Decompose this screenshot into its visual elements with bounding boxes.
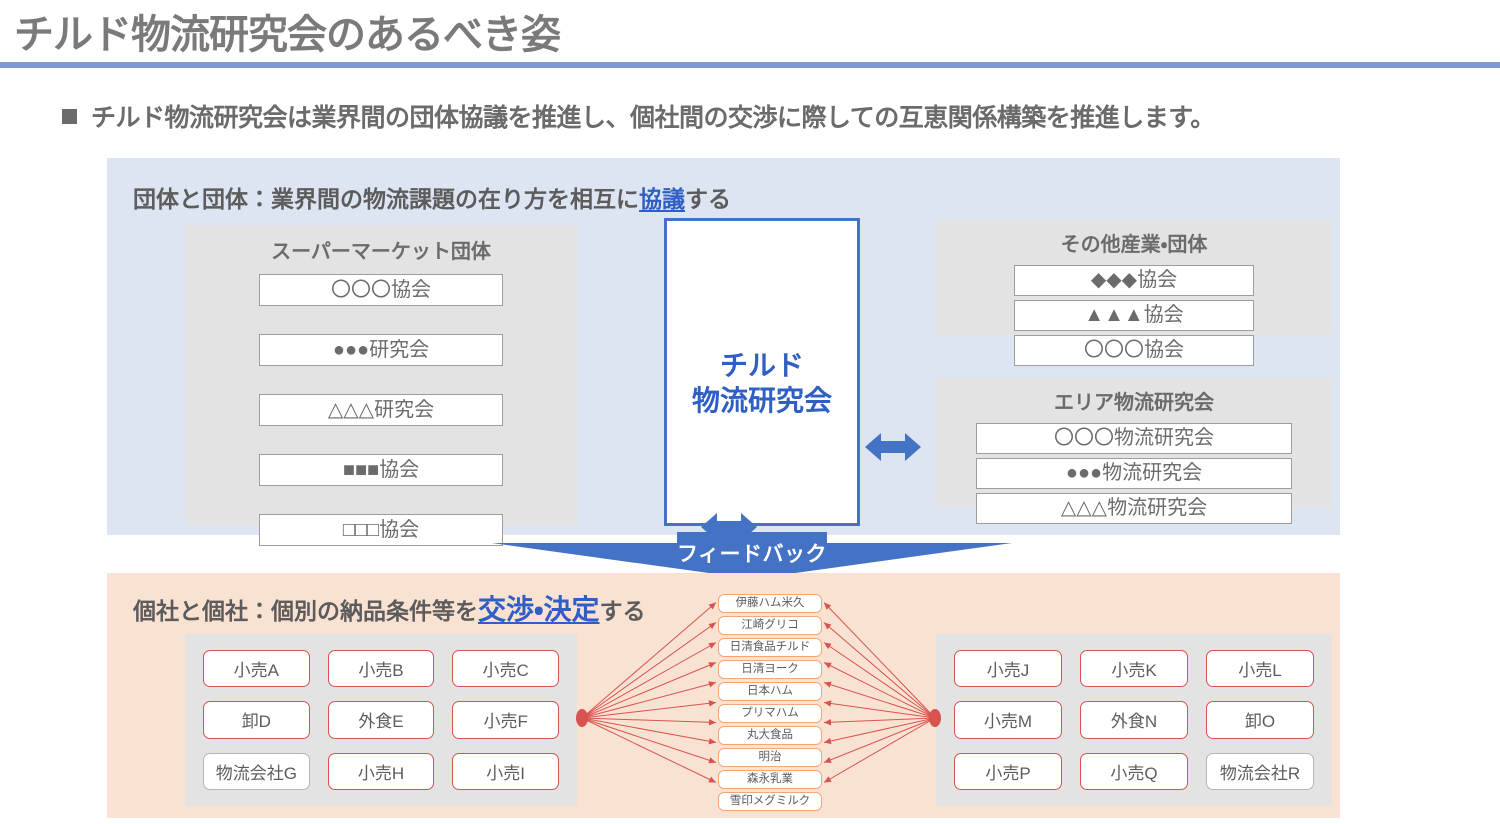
org-chip[interactable]: 〇〇〇物流研究会	[976, 423, 1292, 454]
org-chip[interactable]: ▲▲▲協会	[1014, 300, 1254, 331]
maker-chip[interactable]: 江崎グリコ	[718, 616, 822, 635]
company-chip[interactable]: 小売J	[954, 650, 1062, 688]
group-other-industry: その他産業・団体 ◆◆◆協会 ▲▲▲協会 〇〇〇協会	[936, 220, 1332, 366]
company-chip[interactable]: 小売P	[954, 752, 1062, 790]
company-chip[interactable]: 物流会社R	[1206, 752, 1314, 790]
company-chip[interactable]: 卸D	[203, 701, 310, 739]
lower-heading-prefix: 個社と個社：個別の納品条件等を	[133, 598, 478, 624]
lower-heading-highlight: 交渉・決定	[478, 594, 600, 625]
company-chip[interactable]: 小売L	[1206, 650, 1314, 688]
subtitle-row: チルド物流研究会は業界間の団体協議を推進し、個社間の交渉に際しての互恵関係構築を…	[62, 98, 1215, 134]
upper-heading-highlight: 協議	[639, 186, 685, 212]
maker-chip[interactable]: 日本ハム	[718, 682, 822, 701]
upper-panel: 団体と団体：業界間の物流課題の在り方を相互に協議する スーパーマーケット団体 〇…	[107, 158, 1340, 617]
double-arrow-icon-right-top	[865, 430, 921, 464]
company-chip[interactable]: 小売H	[327, 752, 435, 790]
bullet-square-icon	[62, 108, 77, 124]
group-area-logistics-items: 〇〇〇物流研究会 ●●●物流研究会 △△△物流研究会	[976, 423, 1292, 524]
maker-chip[interactable]: 雪印メグミルク	[718, 792, 822, 811]
org-chip[interactable]: ●●●物流研究会	[976, 458, 1292, 489]
org-chip[interactable]: ●●●研究会	[259, 334, 503, 366]
company-chip[interactable]: 小売I	[452, 752, 559, 790]
group-supermarket: スーパーマーケット団体 〇〇〇協会 ●●●研究会 △△△研究会 ■■■協会 □□…	[185, 225, 577, 546]
lower-panel-heading: 個社と個社：個別の納品条件等を交渉・決定する	[133, 588, 646, 628]
center-box-line1: チルド	[719, 349, 804, 381]
group-supermarket-title: スーパーマーケット団体	[271, 241, 491, 263]
group-other-industry-title: その他産業・団体	[1060, 234, 1208, 256]
maker-chip[interactable]: 伊藤ハム米久	[718, 594, 822, 613]
company-chip[interactable]: 外食E	[327, 701, 435, 739]
company-chip[interactable]: 物流会社G	[203, 752, 310, 790]
group-other-industry-items: ◆◆◆協会 ▲▲▲協会 〇〇〇協会	[1014, 265, 1254, 366]
company-grid-left: 小売A 小売B 小売C 卸D 外食E 小売F 物流会社G 小売H 小売I	[185, 634, 577, 806]
maker-chip[interactable]: 日清食品チルド	[718, 638, 822, 657]
maker-chip[interactable]: プリマハム	[718, 704, 822, 723]
company-chip[interactable]: 小売K	[1080, 650, 1188, 688]
company-chip[interactable]: 外食N	[1080, 701, 1188, 739]
lower-panel: 個社と個社：個別の納品条件等を交渉・決定する 小売A 小売B 小売C 卸D 外食…	[107, 573, 1340, 818]
title-divider	[0, 62, 1500, 68]
group-area-logistics-title: エリア物流研究会	[1054, 392, 1214, 414]
group-area-logistics: エリア物流研究会 〇〇〇物流研究会 ●●●物流研究会 △△△物流研究会	[936, 378, 1332, 524]
company-chip[interactable]: 小売C	[452, 650, 559, 688]
subtitle-text: チルド物流研究会は業界間の団体協議を推進し、個社間の交渉に際しての互恵関係構築を…	[91, 104, 1215, 132]
company-chip[interactable]: 小売F	[452, 701, 559, 739]
org-chip[interactable]: △△△研究会	[259, 394, 503, 426]
group-supermarket-items: 〇〇〇協会 ●●●研究会 △△△研究会 ■■■協会 □□□協会	[259, 274, 503, 546]
maker-chip[interactable]: 森永乳業	[718, 770, 822, 789]
center-box-text: チルド 物流研究会	[692, 348, 832, 419]
feedback-banner[interactable]: フィードバック	[492, 532, 1012, 579]
org-chip[interactable]: ■■■協会	[259, 454, 503, 486]
upper-heading-suffix: する	[685, 186, 731, 212]
maker-chip[interactable]: 日清ヨーク	[718, 660, 822, 679]
lower-heading-suffix: する	[599, 598, 646, 624]
company-grid-right: 小売J 小売K 小売L 小売M 外食N 卸O 小売P 小売Q 物流会社R	[936, 634, 1332, 806]
upper-panel-heading: 団体と団体：業界間の物流課題の在り方を相互に協議する	[133, 180, 731, 214]
company-chip[interactable]: 小売M	[954, 701, 1062, 739]
company-chip[interactable]: 小売Q	[1080, 752, 1188, 790]
center-box-line2: 物流研究会	[691, 385, 832, 416]
upper-heading-prefix: 団体と団体：業界間の物流課題の在り方を相互に	[133, 186, 639, 212]
center-box-chilled-logistics[interactable]: チルド 物流研究会	[664, 218, 860, 526]
org-chip[interactable]: □□□協会	[259, 514, 503, 546]
company-chip[interactable]: 小売B	[327, 650, 435, 688]
page-title: チルド物流研究会のあるべき姿	[14, 13, 561, 57]
org-chip[interactable]: 〇〇〇協会	[1014, 335, 1254, 366]
org-chip[interactable]: △△△物流研究会	[976, 493, 1292, 524]
maker-chip[interactable]: 明治	[718, 748, 822, 767]
company-chip[interactable]: 小売A	[203, 650, 310, 688]
org-chip[interactable]: 〇〇〇協会	[259, 274, 503, 306]
org-chip[interactable]: ◆◆◆協会	[1014, 265, 1254, 296]
maker-company-list: 伊藤ハム米久 江崎グリコ 日清食品チルド 日清ヨーク 日本ハム プリマハム 丸大…	[718, 594, 822, 811]
company-chip[interactable]: 卸O	[1206, 701, 1314, 739]
maker-chip[interactable]: 丸大食品	[718, 726, 822, 745]
